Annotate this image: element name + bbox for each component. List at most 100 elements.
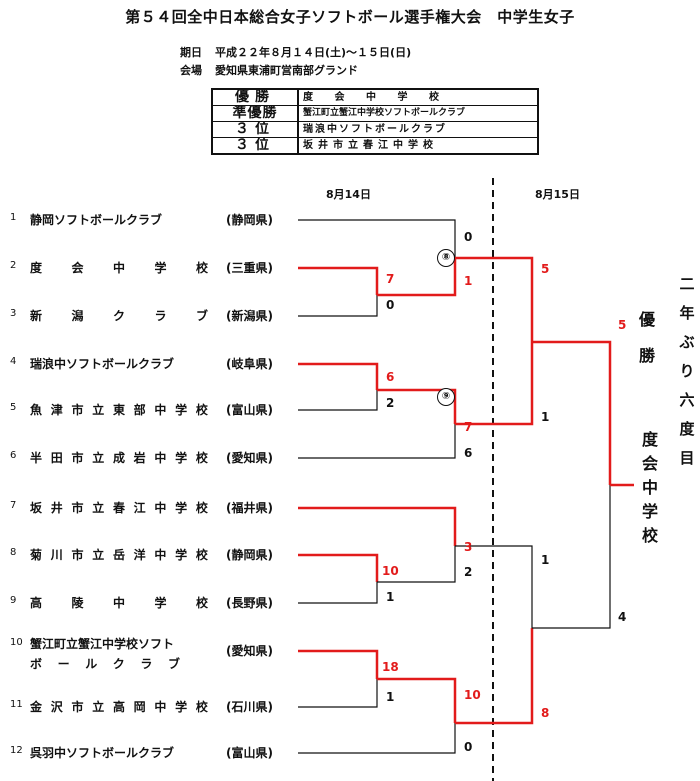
team-name-char: ラ xyxy=(154,309,167,323)
team-name-char: 中 xyxy=(112,596,125,610)
period-label: 期日 xyxy=(180,46,202,59)
team-name-char: 中 xyxy=(154,700,167,714)
results-table: 優勝 度 会 中 学 校 準優勝 蟹江町立蟹江中学校ソフトボールクラブ ３位 瑞… xyxy=(211,88,539,155)
team-name-char: 魚 xyxy=(30,403,43,417)
winning-score: 1 xyxy=(464,274,473,288)
team-number: 8 xyxy=(10,547,17,558)
team-name: 静岡ソフトボールクラブ xyxy=(30,213,163,227)
losing-score: 0 xyxy=(464,230,473,244)
team-name-char: 学 xyxy=(175,548,188,562)
bracket-line-winner xyxy=(532,340,612,485)
team-name-char: 菊 xyxy=(30,548,43,562)
team-name-char: 学 xyxy=(175,700,188,714)
team-name-char: 川 xyxy=(50,548,63,562)
result-row: ３位 坂井市立春江中学校 xyxy=(213,138,537,153)
bracket-line-winner xyxy=(455,628,534,725)
winning-score: 10 xyxy=(382,564,399,578)
team-name: 新潟クラブ xyxy=(30,307,208,324)
result-rank: 優勝 xyxy=(213,90,299,105)
team-prefecture: (富山県) xyxy=(226,403,273,417)
team-prefecture: (岐阜県) xyxy=(226,357,273,371)
result-row: ３位 瑞浪中ソフトボールクラブ xyxy=(213,122,537,138)
bracket-line-winner xyxy=(298,506,457,546)
bracket-line-winner xyxy=(455,342,534,426)
losing-score: 1 xyxy=(386,590,395,604)
appearance-note: 二年ぶり六度目 xyxy=(679,275,695,467)
team-name: 高陵中学校 xyxy=(30,594,208,611)
date-day1: 8月14日 xyxy=(326,188,371,201)
winning-score: 6 xyxy=(386,370,395,384)
winning-score: 7 xyxy=(464,420,473,434)
result-row: 優勝 度 会 中 学 校 xyxy=(213,90,537,106)
team-name-char: 洋 xyxy=(133,548,146,562)
team-name-char: ブ xyxy=(195,309,208,323)
team-name-char: 立 xyxy=(92,700,105,714)
team-name-char: ラ xyxy=(140,657,153,671)
team-name-char: 校 xyxy=(195,548,208,562)
team-name-char: 東 xyxy=(112,403,125,417)
bracket-line-winner xyxy=(455,256,534,342)
team-name-char: 潟 xyxy=(71,309,84,323)
bracket-line xyxy=(298,295,378,317)
team-name-char: 会 xyxy=(71,261,84,275)
team-name-char: 坂 xyxy=(30,501,43,515)
team-name-char: 校 xyxy=(195,501,208,515)
team-number: 9 xyxy=(10,595,17,606)
bracket-line xyxy=(377,546,456,583)
team-prefecture: (静岡県) xyxy=(226,213,273,227)
team-number: 2 xyxy=(10,260,17,271)
losing-score: 6 xyxy=(464,446,473,460)
losing-score: 2 xyxy=(386,396,395,410)
bracket-line xyxy=(298,679,378,708)
team-number: 7 xyxy=(10,500,17,511)
team-name-char: 陵 xyxy=(71,596,84,610)
losing-score: 2 xyxy=(464,565,473,579)
team-name: 瑞浪中ソフトボールクラブ xyxy=(30,357,175,371)
champion-label: 優勝 xyxy=(638,310,655,365)
match-number-9: ⑨ xyxy=(437,388,455,406)
bracket-line-winner xyxy=(298,362,379,390)
champion-team: 度会中学校 xyxy=(641,430,658,545)
losing-score: 0 xyxy=(386,298,395,312)
team-name-char: 度 xyxy=(30,261,43,275)
team-name-char: 学 xyxy=(175,501,188,515)
team-number: 12 xyxy=(10,745,23,756)
bracket-line xyxy=(298,582,378,604)
result-team: 坂井市立春江中学校 xyxy=(303,140,438,151)
winning-score: 3 xyxy=(464,540,473,554)
venue-value: 愛知県東浦町営南部グランド xyxy=(215,64,358,77)
team-name-char: 校 xyxy=(195,261,208,275)
result-team: 度 会 中 学 校 xyxy=(303,92,440,103)
team-name-char: 金 xyxy=(30,700,43,714)
winning-score: 7 xyxy=(386,272,395,286)
team-name-char: 市 xyxy=(71,451,84,465)
team-name-char: 学 xyxy=(175,451,188,465)
bracket-line xyxy=(298,723,456,754)
team-number: 10 xyxy=(10,637,23,648)
bracket-line xyxy=(298,219,456,258)
team-name-char: 立 xyxy=(92,403,105,417)
team-name-char: 春 xyxy=(112,501,125,515)
team-name-char: 岩 xyxy=(133,451,146,465)
team-name-char: ク xyxy=(112,309,125,323)
team-prefecture: (三重県) xyxy=(226,261,273,275)
team-name: 菊川市立岳洋中学校 xyxy=(30,546,208,563)
team-prefecture: (石川県) xyxy=(226,700,273,714)
date-day2: 8月15日 xyxy=(535,188,580,201)
team-name-char: 新 xyxy=(30,309,43,323)
team-prefecture: (長野県) xyxy=(226,596,273,610)
team-name-char: ク xyxy=(112,657,125,671)
page-title: 第５４回全中日本総合女子ソフトボール選手権大会 中学生女子 xyxy=(125,8,575,26)
winning-score: 5 xyxy=(541,262,550,276)
winning-score: 8 xyxy=(541,706,550,720)
result-rank: ３位 xyxy=(213,122,299,137)
team-name-char: 立 xyxy=(92,548,105,562)
winning-score: 10 xyxy=(464,688,481,702)
result-rank: ３位 xyxy=(213,138,299,153)
team-name: 度会中学校 xyxy=(30,259,208,276)
team-name: 呉羽中ソフトボールクラブ xyxy=(30,746,175,760)
team-name-char: 部 xyxy=(133,403,146,417)
team-name-char: 市 xyxy=(71,548,84,562)
team-number: 4 xyxy=(10,356,17,367)
